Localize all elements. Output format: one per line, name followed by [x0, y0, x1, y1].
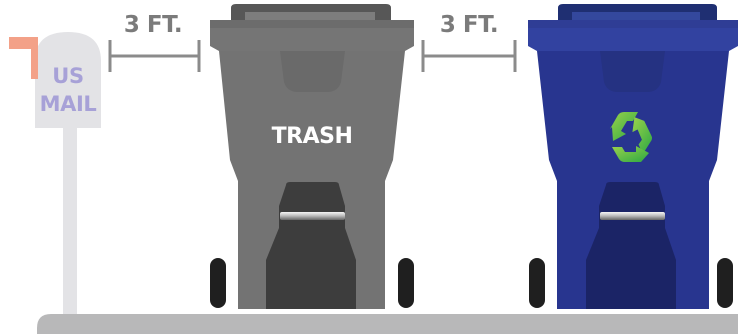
- right-spacing-indicator: 3 FT.: [421, 12, 517, 72]
- trash-bin-lid: [210, 28, 414, 51]
- mailbox-post: [63, 121, 77, 314]
- trash-bin-body: [219, 51, 405, 309]
- mailbox-label-us: US: [52, 64, 83, 88]
- mailbox: US MAIL: [9, 32, 101, 314]
- mailbox-flag: [9, 37, 38, 49]
- trash-bin-left-wheel: [210, 258, 226, 308]
- recycling-bin-grip: [600, 212, 665, 220]
- curb-ground: [37, 314, 738, 334]
- trash-bin-handle-gap: [245, 12, 375, 20]
- recycling-bin-body: [537, 51, 729, 309]
- recycling-bin: [528, 4, 738, 309]
- left-spacing-label: 3 FT.: [124, 12, 182, 38]
- trash-bin: TRASH: [210, 4, 414, 309]
- recycling-bin-handle-gap: [572, 12, 700, 20]
- trash-bin-label: TRASH: [272, 124, 353, 149]
- recycling-bin-lid-top: [528, 20, 738, 28]
- recycling-bin-right-wheel: [717, 258, 733, 308]
- trash-bin-front-recess: [280, 51, 345, 92]
- recycling-bin-lid: [528, 28, 738, 51]
- left-spacing-indicator: 3 FT.: [108, 12, 201, 72]
- trash-bin-grip: [280, 212, 345, 220]
- trash-bin-lid-top: [210, 20, 414, 28]
- recycling-bin-left-wheel: [529, 258, 545, 308]
- mailbox-body: [35, 32, 101, 128]
- right-spacing-label: 3 FT.: [440, 12, 498, 38]
- recycling-bin-front-recess: [600, 51, 665, 92]
- mailbox-label-mail: MAIL: [40, 92, 97, 116]
- trash-bin-right-wheel: [398, 258, 414, 308]
- mailbox-flag-pole: [31, 37, 38, 79]
- recycle-icon: [610, 112, 653, 162]
